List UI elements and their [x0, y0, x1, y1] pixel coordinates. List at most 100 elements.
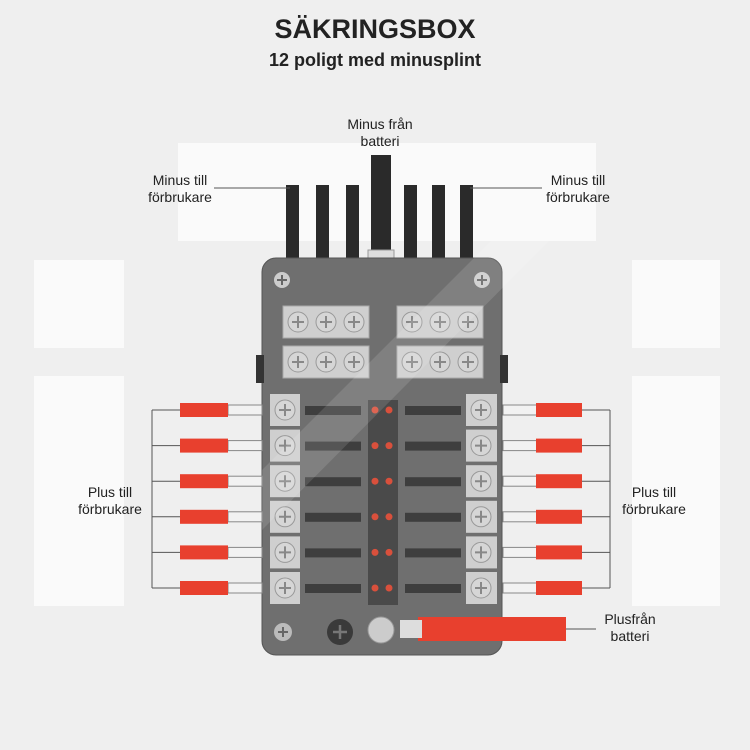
wire-ferrule — [227, 511, 263, 523]
label-line: Plus till — [87, 484, 133, 500]
label-line: batteri — [360, 133, 400, 149]
label-line: Plus till — [631, 484, 677, 500]
fuse-slot — [305, 477, 361, 487]
screw-slot — [279, 475, 291, 488]
fuse-slot — [405, 477, 461, 487]
wire-ferrule — [502, 582, 538, 594]
bg-panel — [34, 260, 124, 348]
fuse-slot — [305, 548, 361, 558]
screw-slot — [406, 316, 418, 328]
minus-wire — [286, 185, 299, 260]
wire-ferrule — [502, 440, 538, 452]
minus-wire — [432, 185, 445, 260]
terminal-screw-icon — [274, 399, 296, 421]
minus-wire — [404, 185, 417, 260]
terminal-screw-icon — [274, 470, 296, 492]
terminal-screw-icon — [401, 311, 423, 333]
fuse-slot — [405, 406, 461, 415]
wire-ferrule — [502, 511, 538, 523]
label-line: Minus till — [152, 172, 208, 188]
label-line: Minus från — [347, 116, 413, 132]
plus-wire-right — [536, 509, 582, 524]
plus-wire-left — [180, 438, 228, 453]
terminal-screw-icon — [470, 399, 492, 421]
plus-battery-cable — [418, 617, 566, 641]
led-indicator — [385, 442, 393, 450]
screw-slot — [475, 439, 487, 452]
wire-ferrule — [227, 582, 263, 594]
subtitle: 12 poligt med minusplint — [268, 50, 481, 70]
screw-slot — [279, 510, 291, 523]
cable-lug — [400, 620, 422, 638]
led-indicator — [371, 584, 379, 592]
plus-wire-right — [536, 545, 582, 560]
plus-wire-right — [536, 403, 582, 417]
fuse-slot — [405, 584, 461, 593]
label-line: Minus till — [550, 172, 606, 188]
screw-slot — [279, 404, 291, 416]
bg-panel — [632, 260, 720, 348]
screw-slot — [292, 316, 304, 328]
plus-wire-right — [536, 438, 582, 453]
screw-slot — [475, 510, 487, 523]
wire-ferrule — [227, 404, 263, 416]
screw-slot — [475, 475, 487, 488]
side-clip — [256, 355, 264, 383]
plus-wire-left — [180, 509, 228, 524]
terminal-screw-icon — [274, 435, 296, 457]
top-screw-icon — [474, 272, 490, 288]
screw-slot — [279, 546, 291, 559]
plus-wire-left — [180, 581, 228, 595]
plus-wire-right — [536, 581, 582, 595]
fuse-row — [152, 536, 610, 569]
fuse-slot — [305, 441, 361, 451]
fuse-slot — [305, 406, 361, 415]
led-strip — [368, 400, 398, 605]
terminal-screw-icon — [287, 311, 309, 333]
screw-slot — [406, 356, 418, 368]
screw-slot — [475, 404, 487, 416]
minus-battery-cable — [371, 155, 391, 255]
label-line: förbrukare — [78, 501, 142, 517]
screw-slot — [475, 546, 487, 559]
fuse-row — [152, 394, 610, 426]
fuse-slot — [305, 512, 361, 522]
plus-wire-right — [536, 474, 582, 489]
plus-wire-left — [180, 403, 228, 417]
minus-wire — [316, 185, 329, 260]
terminal-screw-icon — [343, 311, 365, 333]
screw-slot — [292, 356, 304, 368]
fuse-slot — [305, 584, 361, 593]
screw-slot — [434, 316, 446, 328]
terminal-screw-icon — [429, 311, 451, 333]
minus-stud-icon — [327, 619, 353, 645]
bg-panel — [34, 376, 124, 606]
led-indicator — [385, 513, 393, 521]
screw-slot — [279, 582, 291, 594]
terminal-screw-icon — [274, 506, 296, 528]
glare — [262, 230, 560, 530]
title: SÄKRINGSBOX — [274, 14, 476, 44]
screw-slot — [320, 356, 332, 368]
led-indicator — [371, 513, 379, 521]
fuse-slot — [405, 512, 461, 522]
label-line: förbrukare — [148, 189, 212, 205]
plus-wire-left — [180, 474, 228, 489]
terminal-screw-icon — [470, 470, 492, 492]
led-indicator — [371, 477, 379, 485]
screw-slot — [462, 316, 474, 328]
label-line: batteri — [610, 628, 650, 644]
fuse-row — [152, 429, 610, 462]
led-indicator — [371, 406, 379, 414]
terminal-screw-icon — [470, 435, 492, 457]
terminal-screw-icon — [315, 311, 337, 333]
plus-wire-left — [180, 545, 228, 560]
terminal-screw-icon — [429, 351, 451, 373]
terminal-screw-icon — [274, 541, 296, 563]
